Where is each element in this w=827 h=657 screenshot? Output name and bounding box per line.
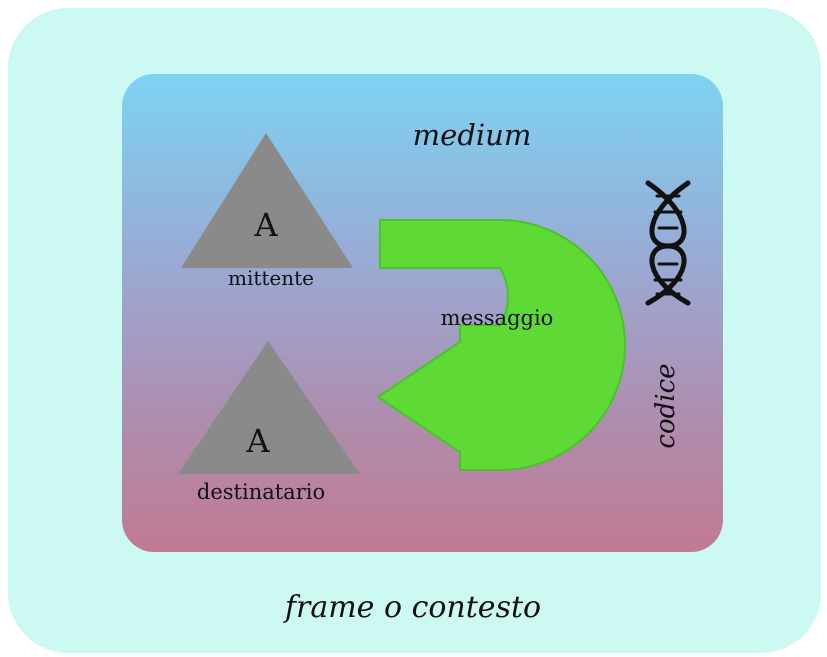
code-label: codice	[651, 363, 681, 449]
sender-triangle	[181, 133, 353, 268]
frame-context-label: frame o contesto	[284, 590, 542, 625]
u-turn-arrow-icon	[376, 219, 626, 471]
message-label: messaggio	[440, 306, 554, 330]
receiver-triangle	[178, 341, 360, 474]
medium-label: medium	[412, 118, 532, 152]
dna-icon	[645, 180, 691, 306]
sender-letter: A	[254, 206, 278, 244]
receiver-label: destinatario	[196, 480, 326, 504]
sender-label: mittente	[227, 266, 315, 290]
receiver-letter: A	[246, 422, 270, 460]
